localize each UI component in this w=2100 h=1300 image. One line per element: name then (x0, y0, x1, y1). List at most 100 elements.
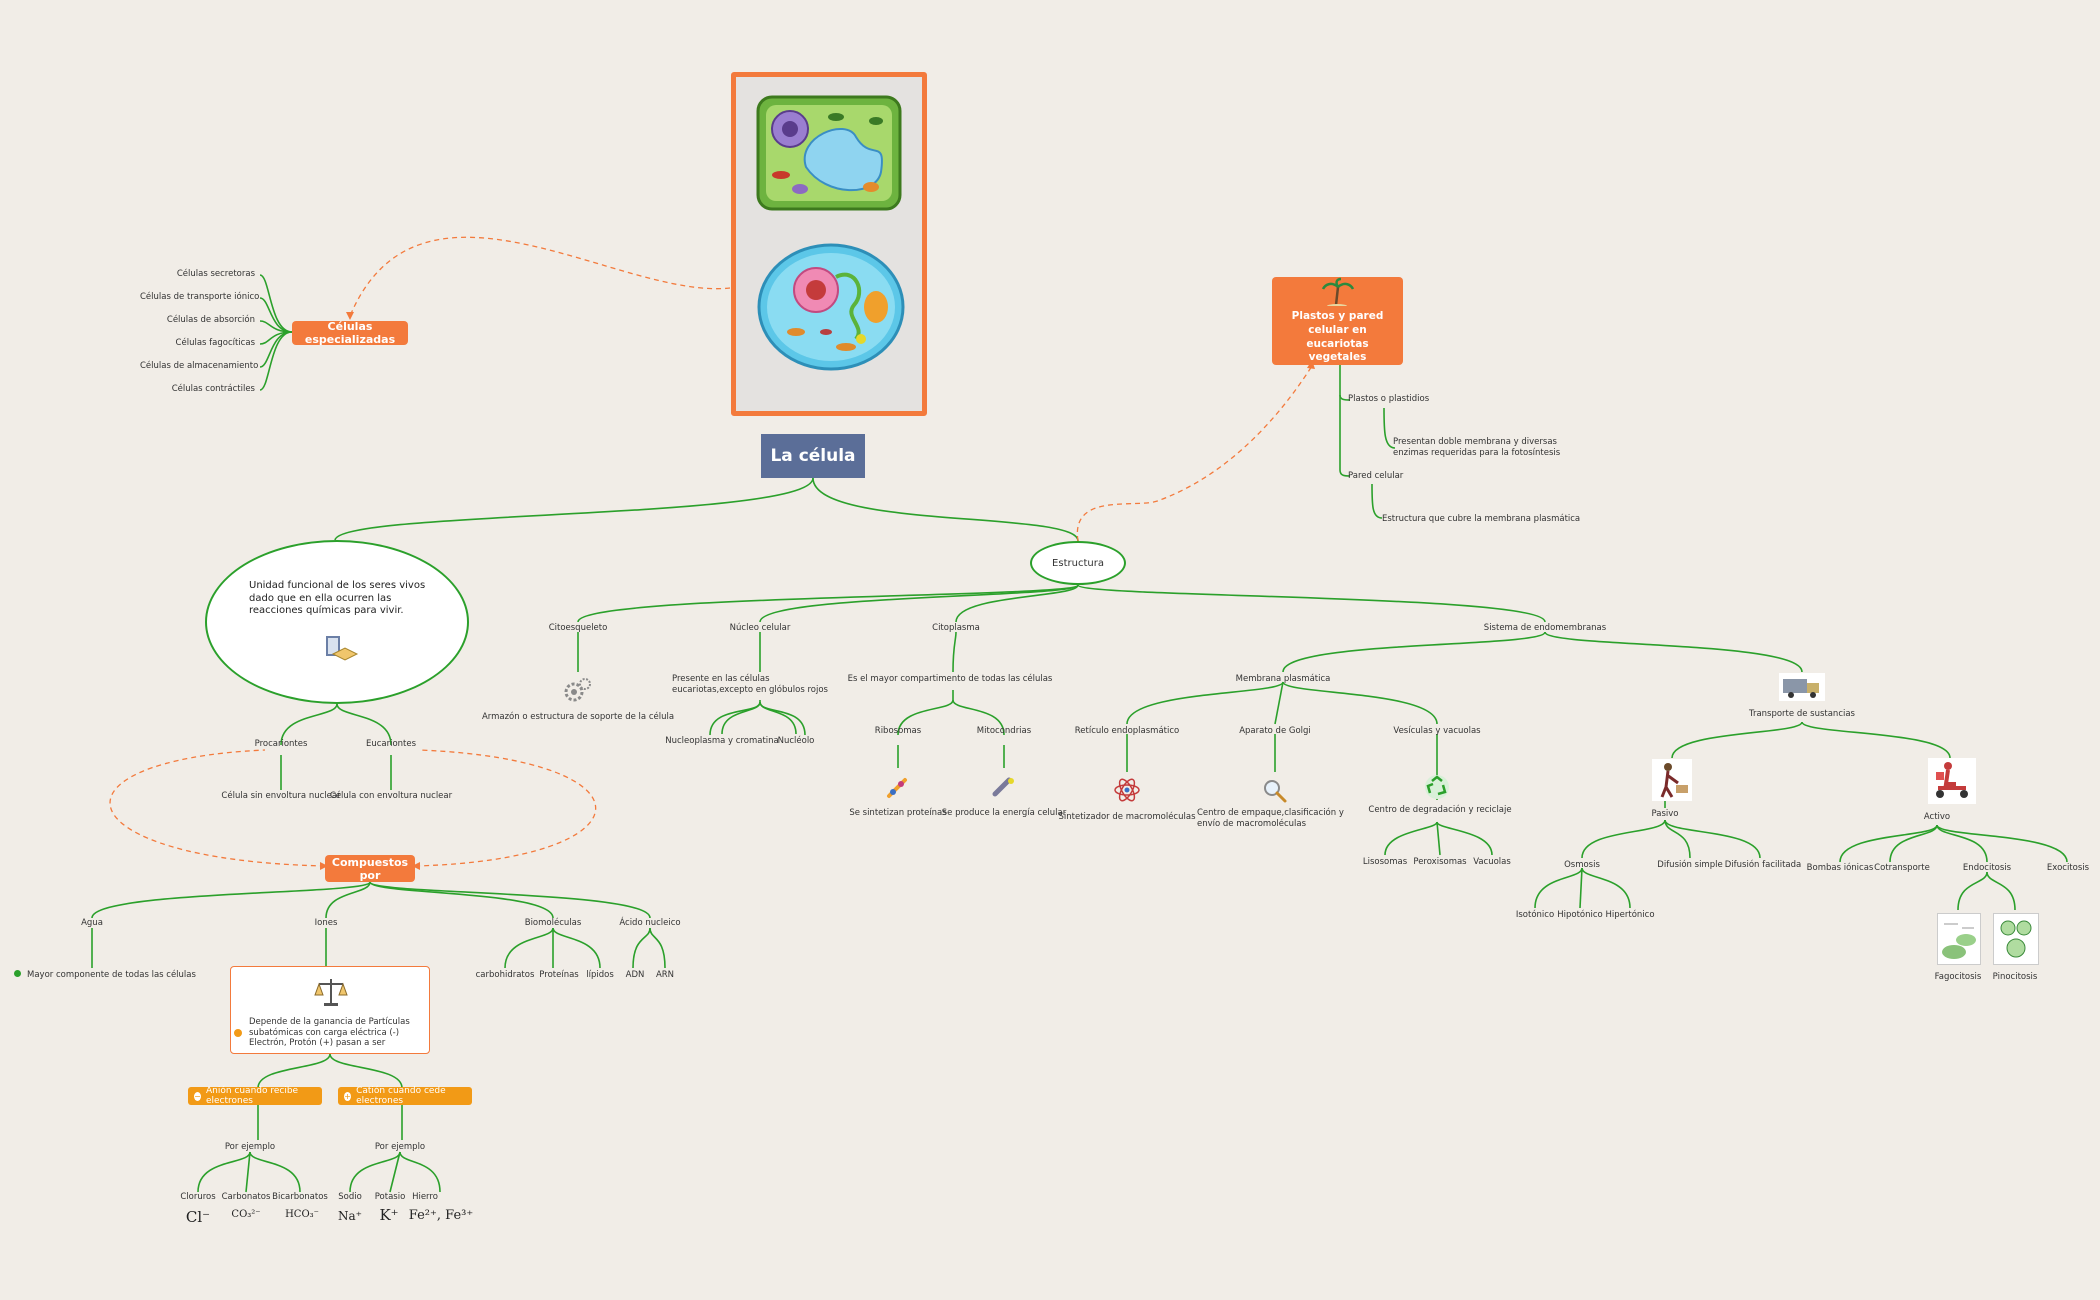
fagocitosis-diagram (1942, 923, 1976, 959)
biomoleculas-node[interactable]: Biomoléculas (524, 918, 582, 928)
por-ejemplo-anion: Por ejemplo (224, 1142, 276, 1152)
membrana-node[interactable]: Membrana plasmática (1235, 674, 1331, 684)
cation-label: Catión cuando cede electrones (356, 1086, 446, 1106)
bio-item: Proteínas (539, 970, 579, 980)
gears-icon (564, 678, 591, 702)
bicarbonate-formula: HCO₃⁻ (285, 1209, 319, 1220)
chloride-formula: Cl⁻ (185, 1208, 211, 1226)
endo-item: Pinocitosis (1992, 972, 2038, 982)
book-icon (326, 636, 359, 661)
main-title[interactable]: La célula (761, 434, 865, 478)
animal-cell-image (757, 243, 905, 371)
pared-item: Pared celular (1348, 471, 1404, 481)
vesiculas-item: Vacuolas (1473, 857, 1511, 867)
activo-item: Exocitosis (2046, 863, 2090, 873)
pared-desc: Estructura que cubre la membrana plasmát… (1382, 514, 1581, 524)
citoesqueleto-node[interactable]: Citoesqueleto (548, 623, 608, 633)
especializadas-item: Células contráctiles (171, 384, 255, 394)
citoplasma-node[interactable]: Citoplasma (932, 623, 980, 633)
especializadas-item: Células de almacenamiento (140, 361, 259, 371)
compuestos-node[interactable]: Compuestos por (325, 855, 415, 882)
acido-node[interactable]: Ácido nucleico (619, 918, 681, 928)
procariontes-node[interactable]: Procariontes (254, 739, 308, 749)
reticulo-desc: Sintetizador de macromoléculas (1058, 812, 1196, 822)
definition-ellipse[interactable]: Unidad funcional de los seres vivos dado… (205, 540, 469, 704)
endomembranas-node[interactable]: Sistema de endomembranas (1483, 623, 1607, 633)
agua-desc-text: Mayor componente de todas las células (27, 970, 196, 980)
water-drop-icon (14, 970, 21, 977)
pasivo-node[interactable]: Pasivo (1651, 809, 1679, 819)
atom-icon (1114, 778, 1140, 802)
nucleo-desc: Presente en las células eucariotas,excep… (672, 674, 828, 695)
agua-node[interactable]: Agua (81, 918, 103, 928)
info-icon (234, 1029, 242, 1037)
pasivo-item: Difusión facilitada (1724, 860, 1802, 870)
ribosome-icon (887, 778, 907, 798)
activo-item: Endocitosis (1962, 863, 2012, 873)
osmosis-item: Hipotónico (1557, 910, 1603, 920)
plastos-desc: Presentan doble membrana y diversas enzi… (1393, 437, 1561, 458)
golgi-node[interactable]: Aparato de Golgi (1239, 726, 1311, 736)
recycle-icon (1425, 775, 1449, 799)
iones-desc: Depende de la ganancia de Partículas sub… (249, 1017, 410, 1049)
magnifier-icon (1264, 780, 1287, 803)
bio-item: lípidos (586, 970, 614, 980)
activo-node[interactable]: Activo (1923, 812, 1951, 822)
potassium-formula: K⁺ (379, 1206, 399, 1224)
especializadas-item: Células secretoras (176, 269, 255, 279)
acido-item: ADN (625, 970, 645, 980)
especializadas-node[interactable]: Células especializadas (292, 320, 408, 346)
nucleo-links (721, 700, 797, 735)
activo-item: Cotransporte (1874, 863, 1930, 873)
anion-node[interactable]: −Anión cuando recibe electrones (188, 1086, 322, 1106)
cation-example: Potasio (374, 1192, 406, 1202)
anion-label: Anión cuando recibe electrones (205, 1086, 299, 1106)
cation-example: Sodio (338, 1192, 362, 1202)
osmosis-item: Hipertónico (1605, 910, 1655, 920)
cation-node[interactable]: +Catión cuando cede electrones (338, 1086, 472, 1106)
anion-example: Bicarbonatos (272, 1192, 328, 1202)
vesiculas-item: Lisosomas (1362, 857, 1408, 867)
carbonate-formula: CO₃²⁻ (231, 1209, 261, 1220)
plastos-item: Plastos o plastidios (1348, 394, 1430, 404)
plastos-node[interactable]: Plastos y pared celular en eucariotas ve… (1272, 277, 1403, 365)
pushcart-person-icon (1652, 759, 1692, 801)
acido-item: ARN (655, 970, 675, 980)
estructura-node[interactable]: Estructura (1030, 541, 1126, 585)
pasivo-item: Osmosis (1564, 860, 1600, 870)
nucleo-item: Nucleoplasma y cromatina (665, 736, 779, 746)
especializadas-item: Células de absorción (166, 315, 255, 325)
activo-item: Bombas iónicas (1806, 863, 1874, 873)
truck-icon (1779, 673, 1825, 701)
eucariontes-node[interactable]: Eucariontes (365, 739, 417, 749)
anion-example: Cloruros (180, 1192, 216, 1202)
mitocondrias-node[interactable]: Mitocondrias (976, 726, 1032, 736)
cell-illustrations (756, 95, 905, 371)
eucariontes-desc: Célula con envoltura nuclear (329, 791, 453, 801)
reticulo-node[interactable]: Retículo endoplasmático (1074, 726, 1180, 736)
ribosomas-node[interactable]: Ribosomas (874, 726, 922, 736)
plant-cell-image (756, 95, 902, 211)
mitocondrias-desc: Se produce la energía celular (941, 808, 1067, 818)
definition-text: Unidad funcional de los seres vivos dado… (249, 580, 426, 616)
iron-formula: Fe²⁺, Fe³⁺ (408, 1208, 474, 1223)
delivery-scooter-icon (1928, 758, 1976, 804)
cation-example: Hierro (412, 1192, 438, 1202)
bio-item: carbohidratos (475, 970, 535, 980)
osmosis-item: Isotónico (1515, 910, 1555, 920)
procariontes-desc: Célula sin envoltura nuclear (221, 791, 341, 801)
vesiculas-item: Peroxisomas (1413, 857, 1467, 867)
pasivo-item: Difusión simple (1657, 860, 1723, 870)
nucleo-node[interactable]: Núcleo celular (729, 623, 791, 633)
vesiculas-node[interactable]: Vesículas y vacuolas (1393, 726, 1481, 736)
iones-desc-box[interactable]: Depende de la ganancia de Partículas sub… (230, 966, 430, 1054)
sodium-formula: Na⁺ (338, 1209, 362, 1223)
pinocitosis-image (1993, 913, 2039, 965)
iones-node[interactable]: Iones (314, 918, 338, 928)
transporte-node[interactable]: Transporte de sustancias (1749, 709, 1855, 719)
especializadas-item: Células fagocíticas (175, 338, 255, 348)
golgi-desc: Centro de empaque,clasificación y envío … (1197, 808, 1344, 829)
fagocitosis-image (1937, 913, 1981, 965)
anion-example: Carbonatos (221, 1192, 271, 1202)
